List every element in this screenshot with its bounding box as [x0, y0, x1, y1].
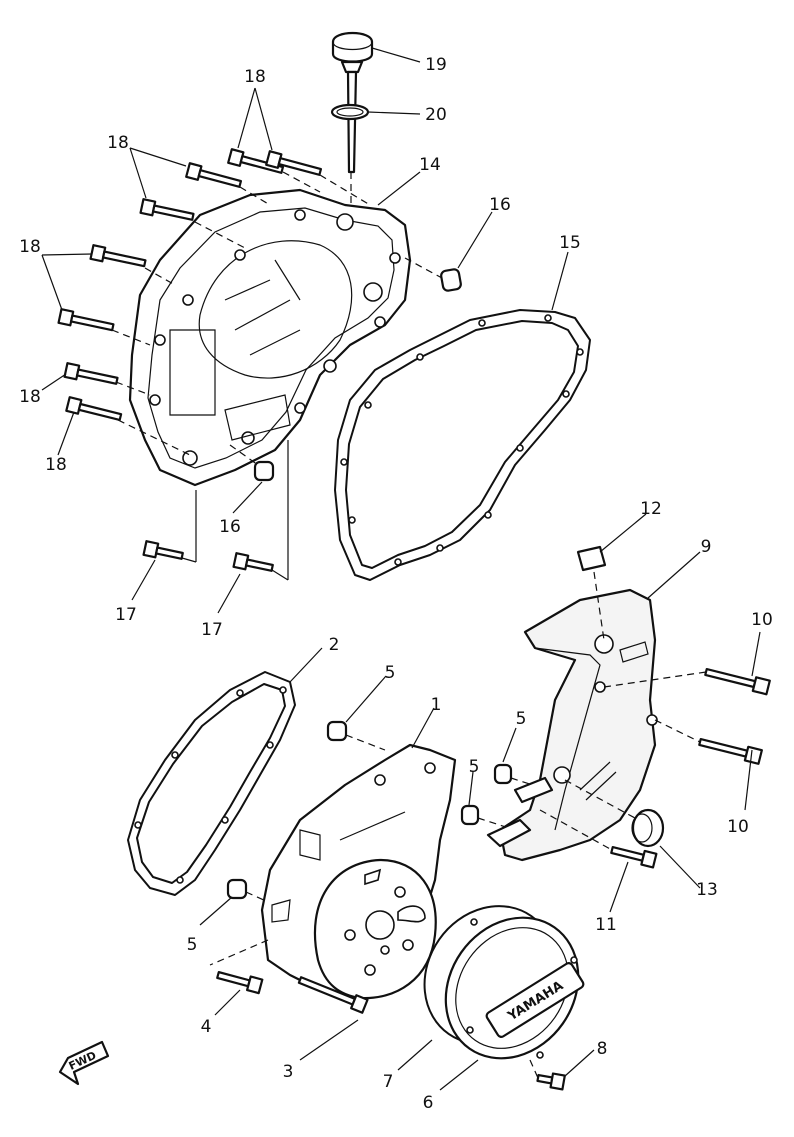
o-ring	[330, 103, 370, 121]
callout-8: 8	[597, 1039, 608, 1059]
crankcase-cover-left	[260, 743, 457, 1002]
callout-5-right: 5	[469, 757, 480, 777]
dowel-pins-5	[226, 720, 549, 906]
callout-16-bottom: 16	[219, 517, 241, 537]
callout-12: 12	[640, 499, 662, 519]
callout-16-top: 16	[489, 195, 511, 215]
callout-10-bottom: 10	[727, 817, 749, 837]
bolts-18	[57, 148, 323, 422]
gasket-crankcase-cover-left	[127, 671, 296, 896]
bolt-11	[539, 809, 658, 869]
plug	[576, 545, 607, 641]
oil-filler-cap	[331, 31, 374, 174]
fwd-arrow-icon: FWD	[58, 1040, 110, 1086]
callout-5-mid: 5	[516, 709, 527, 729]
screws-17	[142, 440, 289, 581]
callout-5-left: 5	[187, 935, 198, 955]
callout-18-left: 18	[19, 237, 41, 257]
callout-2: 2	[329, 635, 340, 655]
leader-lines	[41, 47, 761, 1091]
callout-13: 13	[696, 880, 718, 900]
callout-18-top: 18	[244, 67, 266, 87]
cover-6: YAMAHA	[444, 916, 585, 1060]
callout-19: 19	[425, 55, 447, 75]
crankcase-cover-right	[128, 188, 412, 487]
bolts-10	[603, 667, 771, 765]
callout-14: 14	[419, 155, 441, 175]
callout-11: 11	[595, 915, 617, 935]
dowel-pin-16a	[404, 257, 462, 292]
callout-9: 9	[701, 537, 712, 557]
bolt-dash-lines-18	[111, 171, 371, 456]
gasket-crankcase-cover-right	[334, 309, 591, 581]
callout-18-upper-left: 18	[107, 133, 129, 153]
callout-18-lower-left: 18	[19, 387, 41, 407]
callouts: 19 20 18 18 18 18 18 14 16 15 16 17 17 1…	[19, 55, 773, 1113]
callout-6: 6	[423, 1093, 434, 1113]
dowel-pin-16b	[229, 444, 275, 482]
callout-4: 4	[201, 1017, 212, 1037]
callout-17-left: 17	[115, 605, 137, 625]
callout-3: 3	[283, 1062, 294, 1082]
callout-1: 1	[431, 695, 442, 715]
callout-7: 7	[383, 1072, 394, 1092]
cap	[564, 779, 665, 848]
callout-5-top: 5	[385, 663, 396, 683]
callout-15: 15	[559, 233, 581, 253]
callout-17-right: 17	[201, 620, 223, 640]
screw-8	[529, 1059, 566, 1091]
crankcase-cover-middle	[486, 588, 658, 862]
callout-18-bottom: 18	[45, 455, 67, 475]
callout-10-top: 10	[751, 610, 773, 630]
screw-3	[297, 976, 369, 1014]
screw-4	[209, 939, 269, 995]
callout-20: 20	[425, 105, 447, 125]
